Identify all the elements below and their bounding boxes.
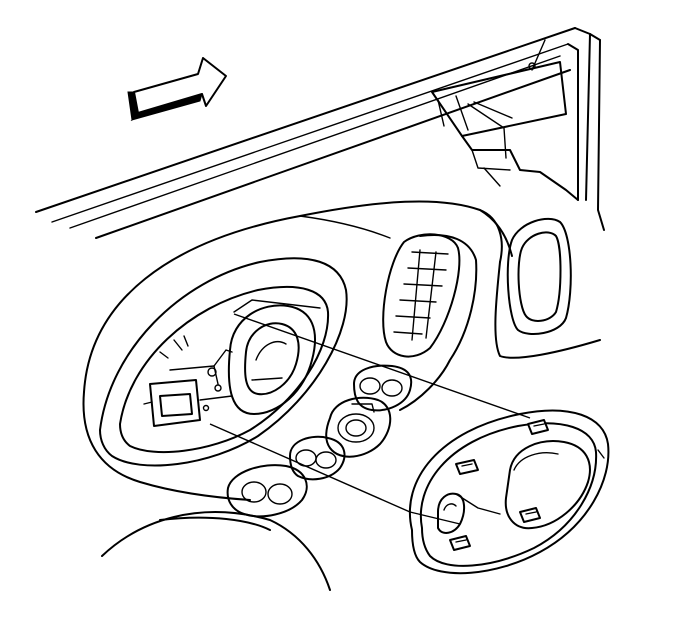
armrest-recess xyxy=(99,257,348,467)
window-frame xyxy=(35,27,605,239)
exploded-view-lines xyxy=(209,313,531,525)
lock-switch xyxy=(325,396,392,458)
handle-bezel-removed xyxy=(408,409,610,575)
switch-panel-upper xyxy=(353,364,413,412)
forward-arrow-icon xyxy=(127,57,227,122)
switch-panel-middle xyxy=(289,435,346,481)
mirror-bracket xyxy=(431,61,579,201)
speaker-grille xyxy=(382,233,461,358)
door-handle xyxy=(227,304,316,415)
mirror-trim-panel xyxy=(506,217,572,335)
switch-panel-lower xyxy=(226,464,308,518)
latch-linkage xyxy=(143,335,233,427)
